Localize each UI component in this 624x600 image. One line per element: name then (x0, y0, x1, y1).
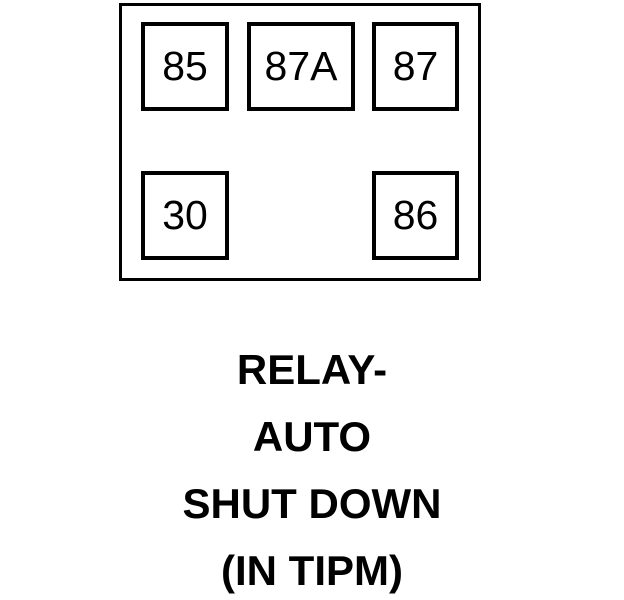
caption-line-2: AUTO (252, 413, 372, 460)
relay-terminal-85-label: 85 (162, 43, 208, 89)
relay-terminal-86-label: 86 (392, 192, 439, 238)
caption-line-3: SHUT DOWN (182, 480, 442, 527)
caption-line-1: RELAY- (236, 346, 388, 393)
relay-terminal-86[interactable]: 86 (372, 171, 459, 260)
relay-terminal-30-label: 30 (162, 192, 208, 238)
relay-terminal-87[interactable]: 87 (372, 22, 459, 111)
caption-line-4: (IN TIPM) (221, 547, 403, 594)
relay-terminal-87a[interactable]: 87A (247, 22, 355, 111)
relay-caption: RELAY- AUTO SHUT DOWN (IN TIPM) (0, 336, 624, 600)
relay-terminal-87-label: 87 (392, 43, 439, 89)
relay-terminal-30[interactable]: 30 (141, 171, 229, 260)
relay-terminal-87a-label: 87A (264, 43, 338, 89)
relay-terminal-85[interactable]: 85 (141, 22, 229, 111)
